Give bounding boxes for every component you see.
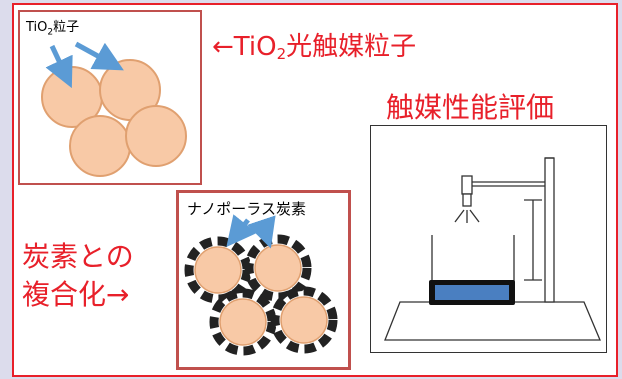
nanoporous-carbon-label: ナノポーラス炭素 [187, 200, 306, 218]
tio2-particle [69, 115, 131, 177]
pointer-arrow [247, 215, 276, 249]
carbon-coated-particle-group [184, 234, 338, 356]
lamp-bulb [462, 193, 472, 207]
catalyst-evaluation-title: 触媒性能評価 [386, 91, 555, 124]
apparatus-base [384, 301, 601, 341]
tio2-particle-group [41, 59, 187, 177]
photocatalyst-title: ←TiO2光触媒粒子 [212, 32, 417, 63]
lamp-holder [461, 175, 473, 195]
carbon-composite-line1: 炭素との [22, 240, 134, 273]
stirrer-display [435, 285, 509, 300]
tio2-particle-label: TiO2粒子 [26, 20, 80, 38]
tio2-particle [125, 105, 187, 167]
light-ray [454, 209, 465, 223]
carbon-composite-title: 炭素との 複合化→ [22, 238, 134, 314]
stand-pole [544, 157, 555, 303]
carbon-coated-particle [209, 288, 277, 356]
pointer-arrow [226, 214, 257, 248]
light-ray [469, 209, 480, 223]
photoreactor-apparatus [384, 157, 601, 341]
carbon-coated-particle [184, 236, 252, 304]
carbon-coated-particle [244, 234, 312, 302]
carbon-composite-line2: 複合化→ [22, 278, 130, 311]
pointer-arrow [45, 44, 73, 89]
pointer-arrow [74, 41, 124, 71]
carbon-coated-particle [270, 286, 338, 354]
